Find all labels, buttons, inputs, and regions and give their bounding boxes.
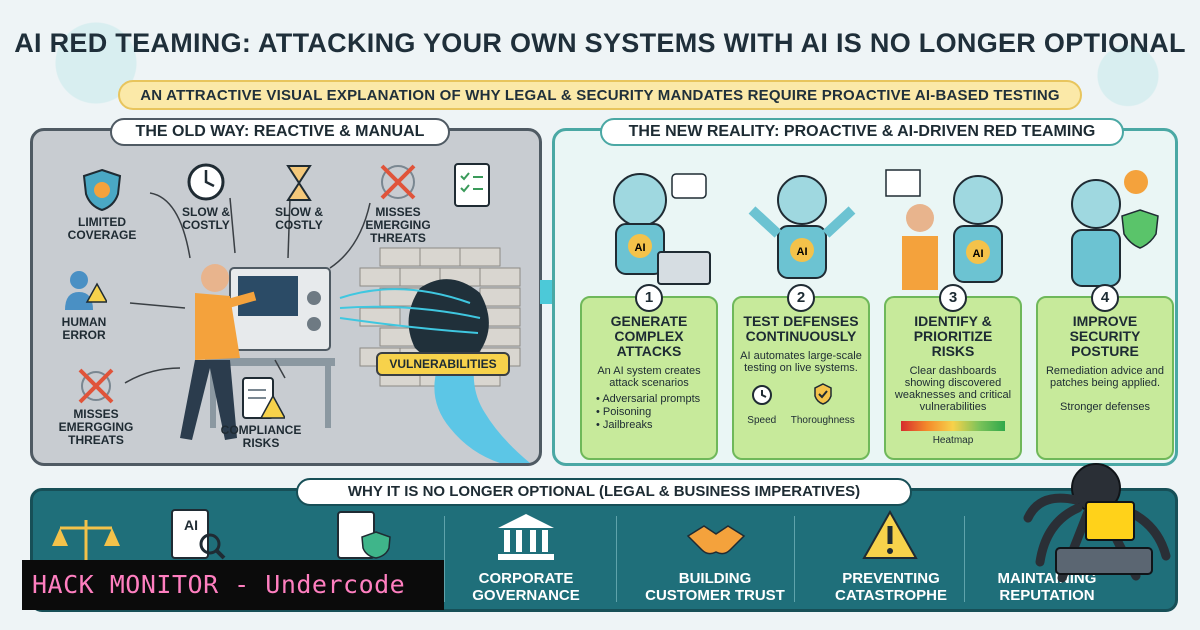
column-divider	[964, 516, 965, 602]
list-item: Adversarial prompts	[596, 393, 710, 406]
slow-costly-item-1: SLOW & COSTLY	[168, 162, 244, 232]
heatmap-bar	[901, 421, 1005, 431]
new-reality-header: THE NEW REALITY: PROACTIVE & AI-DRIVEN R…	[600, 118, 1124, 146]
step-identify-risks: 3 IDENTIFY & PRIORITIZE RISKS Clear dash…	[884, 284, 1022, 460]
column-divider	[794, 516, 795, 602]
step-title: GENERATE COMPLEX ATTACKS	[610, 313, 688, 359]
thoroughness-metric: Thoroughness	[791, 382, 855, 426]
crossed-target-icon	[78, 368, 114, 404]
step-title: IMPROVE SECURITY POSTURE	[1069, 313, 1141, 359]
scales-of-justice-icon	[52, 520, 120, 564]
step-description: An AI system creates attack scenarios	[597, 365, 701, 389]
column-divider	[444, 516, 445, 602]
shield-bug-icon	[82, 168, 122, 212]
step-number-badge: 1	[635, 284, 663, 312]
handshake-icon	[686, 525, 746, 555]
vulnerabilities-label: VULNERABILITIES	[376, 352, 510, 376]
step-description: Remediation advice and patches being app…	[1045, 365, 1165, 389]
crossed-radar-icon	[380, 164, 416, 200]
ai-document-search-icon: AI	[171, 509, 226, 560]
step-title: IDENTIFY & PRIORITIZE RISKS	[913, 313, 993, 359]
worker-head	[201, 264, 229, 292]
column-divider	[616, 516, 617, 602]
test-metrics: Speed Thoroughness	[740, 382, 862, 426]
misses-emerging-threats-item-2: MISSES EMERGGING THREATS	[44, 368, 148, 447]
compliance-risks-item: COMPLIANCE RISKS	[206, 376, 316, 450]
heatmap-label: Heatmap	[932, 435, 974, 446]
corporate-governance-label: CORPORATE GOVERNANCE	[472, 570, 580, 604]
wall-breach	[408, 279, 489, 364]
stopwatch-icon	[751, 385, 772, 405]
step-description: Clear dashboards showing discovered weak…	[894, 365, 1012, 413]
human-error-item: HUMAN ERROR	[54, 268, 114, 342]
step-description: AI automates large-scale testing on live…	[740, 350, 862, 374]
svg-text:AI: AI	[797, 246, 808, 258]
step-test-defenses: 2 TEST DEFENSES CONTINUOUSLY AI automate…	[732, 284, 870, 460]
step-improve-posture: 4 IMPROVE SECURITY POSTURE Remediation a…	[1036, 284, 1174, 460]
svg-text:AI: AI	[635, 242, 646, 254]
octopus-hacker-logo	[1023, 463, 1171, 583]
badge-check-icon	[813, 383, 832, 405]
subtitle-banner: AN ATTRACTIVE VISUAL EXPLANATION OF WHY …	[118, 80, 1082, 110]
document-shield-icon	[337, 511, 391, 559]
desk	[205, 358, 335, 366]
human-and-robot-illustration: AI	[885, 169, 1003, 290]
hack-monitor-watermark: HACK MONITOR - Undercode	[22, 560, 444, 610]
list-item: Poisoning	[596, 406, 710, 419]
imperatives-header: WHY IT IS NO LONGER OPTIONAL (LEGAL & BU…	[296, 478, 912, 506]
step-title: TEST DEFENSES CONTINUOUSLY	[743, 313, 859, 344]
svg-text:AI: AI	[973, 248, 984, 260]
clock-icon	[187, 163, 225, 201]
subtitle-text: AN ATTRACTIVE VISUAL EXPLANATION OF WHY …	[140, 86, 1060, 104]
svg-text:AI: AI	[184, 517, 198, 533]
pointer-arrows	[124, 192, 371, 384]
step-generate-attacks: 1 GENERATE COMPLEX ATTACKS An AI system …	[580, 284, 718, 460]
speed-metric: Speed	[747, 382, 776, 426]
hourglass-icon	[286, 165, 312, 201]
leak-water	[434, 360, 530, 463]
robot-laptop-illustration: AI	[613, 173, 711, 285]
stronger-defenses-note: Stronger defenses	[1060, 401, 1150, 413]
building-customer-trust-label: BUILDING CUSTOMER TRUST	[645, 570, 785, 604]
step-number-badge: 2	[787, 284, 815, 312]
misses-emerging-threats-item-1: MISSES EMERGING THREATS	[350, 162, 446, 245]
data-streams	[339, 288, 481, 334]
checklist-clipboard	[444, 160, 500, 211]
clipboard-check-icon	[454, 163, 490, 207]
preventing-catastrophe-label: PREVENTING CATASTROPHE	[835, 570, 947, 604]
page-title: AI RED TEAMING: ATTACKING YOUR OWN SYSTE…	[14, 28, 1186, 58]
limited-coverage-item: LIMITED COVERAGE	[58, 168, 146, 242]
robot-shield-illustration	[1071, 170, 1159, 287]
old-way-header: THE OLD WAY: REACTIVE & MANUAL	[110, 118, 450, 146]
list-item: Jailbreaks	[596, 419, 710, 432]
step-number-badge: 4	[1091, 284, 1119, 312]
old-way-illustration	[124, 192, 530, 463]
worker-body	[195, 293, 240, 360]
government-building-icon	[498, 514, 554, 560]
person-warning-icon	[65, 271, 107, 310]
clipboard-warning-icon	[242, 377, 285, 419]
step-number-badge: 3	[939, 284, 967, 312]
slow-costly-item-2: SLOW & COSTLY	[264, 164, 334, 232]
robot-arms-raised-illustration: AI	[748, 175, 856, 279]
attack-type-list: Adversarial prompts Poisoning Jailbreaks	[596, 393, 710, 432]
warning-triangle-icon	[862, 510, 918, 559]
